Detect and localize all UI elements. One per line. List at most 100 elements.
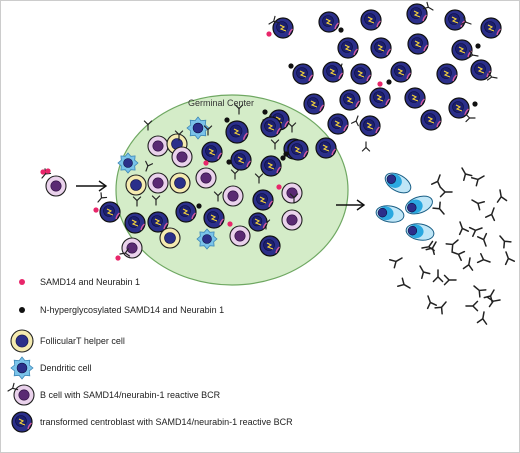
free-antibody-icon <box>468 226 483 238</box>
hyperglycosylated-dot <box>262 109 268 115</box>
centroblast-cell <box>283 139 309 161</box>
bcr-icon <box>361 141 371 152</box>
centroblast-cell <box>175 201 202 223</box>
samd14-dot <box>93 207 99 213</box>
centroblast-cell <box>370 37 392 59</box>
plasma-cell <box>405 223 435 241</box>
hyperglycosylated-dot <box>226 159 232 165</box>
hyperglycosylated-dot <box>283 151 289 157</box>
plasma-cell <box>405 195 433 215</box>
b-cell <box>115 237 143 261</box>
centroblast-cell <box>470 59 498 81</box>
bcr-icon <box>467 50 479 59</box>
free-antibody-icon <box>421 240 435 252</box>
samd14-dot <box>266 31 272 37</box>
hyperglycosylated-dot <box>338 27 344 33</box>
centroblast-cell <box>420 109 442 131</box>
centroblast-cell <box>334 37 359 75</box>
b-cell <box>195 160 217 189</box>
centroblast-cell <box>315 137 337 159</box>
free-antibody-icon <box>432 269 444 283</box>
bcr-icon <box>460 16 472 25</box>
centroblast-icon <box>11 411 33 433</box>
free-antibody-icon <box>484 207 496 222</box>
centroblast-cell <box>203 191 225 229</box>
hyperglycosylated-dot <box>475 43 481 49</box>
free-antibody-icon <box>470 175 485 187</box>
b-cell <box>40 168 67 197</box>
centroblast-cell <box>407 33 429 55</box>
differentiation-arrow <box>336 199 366 211</box>
free-antibody-icon <box>461 167 473 182</box>
samd14-dot <box>377 81 383 87</box>
hyperglycosylated-dot <box>196 203 202 209</box>
tfh-cell-icon <box>10 329 34 353</box>
bcr-icon <box>254 173 264 184</box>
centroblast-cell <box>448 97 478 123</box>
free-antibody-icon <box>465 300 479 312</box>
b-cell <box>222 169 244 207</box>
bcr-icon <box>230 169 240 180</box>
centroblast-cell <box>451 39 481 61</box>
bcr-icon <box>119 248 131 257</box>
centroblast-cell <box>124 196 146 234</box>
centroblast-cell <box>252 173 274 211</box>
black-dot-icon <box>19 307 25 313</box>
plasma-cell <box>375 205 405 223</box>
free-antibody-icon <box>462 257 474 271</box>
hyperglycosylated-dot <box>280 155 286 161</box>
bcr-icon <box>422 1 434 11</box>
samd14-dot <box>276 184 282 190</box>
bcr-icon <box>143 120 153 131</box>
free-antibody-icon <box>430 174 442 189</box>
centroblast-cell <box>436 63 458 85</box>
bcr-icon <box>7 382 19 392</box>
samd14-dot <box>40 169 46 175</box>
free-antibody-icon <box>471 199 486 211</box>
centroblast-cell <box>318 11 344 33</box>
centroblast-cell <box>480 17 502 39</box>
dendritic-cell <box>196 228 218 250</box>
free-antibody-icon <box>439 186 453 198</box>
free-antibody-icon <box>434 301 447 315</box>
samd14-dot <box>45 168 51 174</box>
centroblast-cell <box>386 61 412 85</box>
bcr-icon <box>203 125 213 136</box>
b-cell <box>171 130 193 168</box>
centroblast-cell <box>303 93 325 115</box>
free-antibody-icon <box>451 250 466 262</box>
bcr-icon <box>132 196 142 207</box>
free-antibody-icon <box>476 252 491 264</box>
centroblast-cell <box>259 219 281 257</box>
free-antibody-icon <box>499 235 512 249</box>
free-antibody-icon <box>458 221 470 236</box>
hyperglycosylated-dot <box>386 79 392 85</box>
bcr-icon <box>350 115 359 127</box>
centroblast-cell <box>339 89 361 127</box>
bcr-icon <box>289 193 299 204</box>
bcr-icon <box>145 160 154 172</box>
centroblast-cell <box>360 9 382 31</box>
free-antibody-icon <box>476 232 488 247</box>
centroblast-cell <box>266 15 294 39</box>
dendritic-cell-icon <box>10 356 34 380</box>
free-antibody-icon <box>487 296 501 308</box>
bcr-icon <box>97 192 108 203</box>
b-cell <box>143 120 169 157</box>
hyperglycosylated-dot <box>288 63 294 69</box>
centroblast-cell <box>147 195 169 233</box>
centroblast-cell <box>224 104 249 144</box>
centroblast-cell <box>369 81 391 109</box>
centroblast-cell <box>406 1 434 25</box>
free-antibody-icon <box>473 285 487 298</box>
plasma-cell <box>384 172 412 194</box>
centroblast-cell <box>327 113 349 135</box>
free-antibody-icon <box>388 257 403 269</box>
red-dot-icon <box>19 279 25 285</box>
free-antibody-icon <box>426 295 438 310</box>
bcr-icon <box>268 15 280 25</box>
samd14-dot <box>227 221 233 227</box>
free-antibody-icon <box>476 311 488 325</box>
